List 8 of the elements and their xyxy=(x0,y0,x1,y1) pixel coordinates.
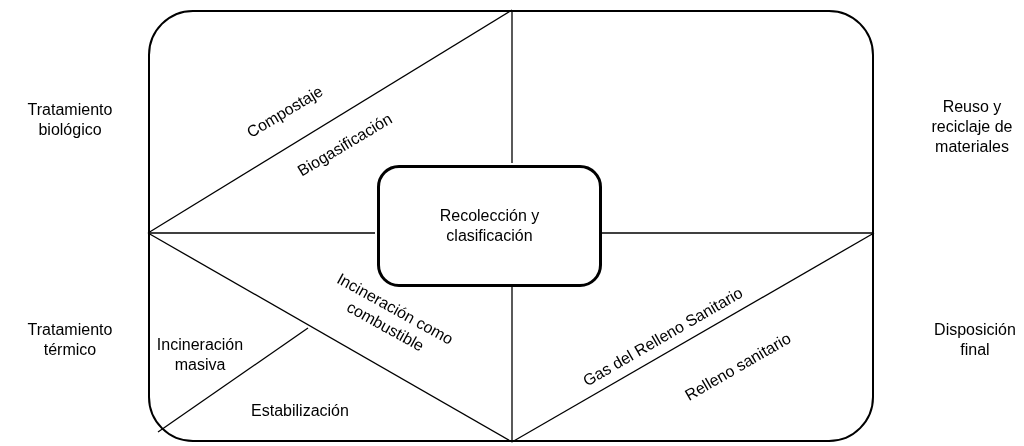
method-label: Estabilización xyxy=(251,401,349,421)
node-text: Recolección y clasificación xyxy=(438,206,541,246)
method-label: Incineración masiva xyxy=(155,335,245,375)
category-label: Tratamiento biológico xyxy=(26,100,114,140)
outer-box xyxy=(148,10,874,442)
category-label: Reuso y reciclaje de materiales xyxy=(930,97,1014,157)
category-label: Tratamiento térmico xyxy=(26,320,114,360)
category-label: Disposición final xyxy=(933,320,1017,360)
